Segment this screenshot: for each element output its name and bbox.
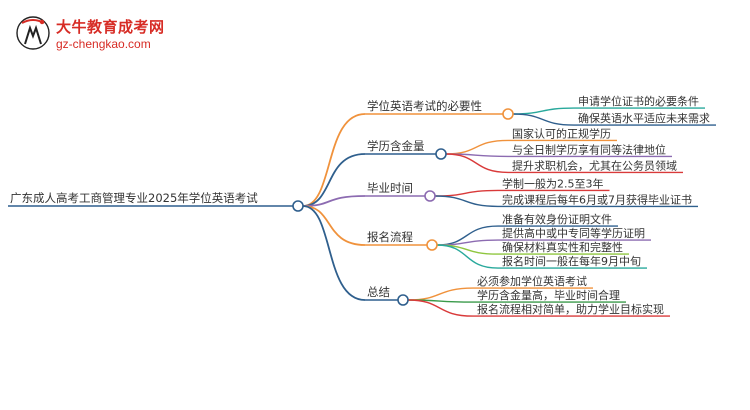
leaf-edge (434, 189, 499, 197)
branch-edge (302, 205, 366, 246)
root-label: 广东成人高考工商管理专业2025年学位英语考试 (10, 191, 258, 205)
leaf-label: 提供高中或中专同等学历证明 (502, 226, 645, 240)
leaf-label: 完成课程后每年6月或7月获得毕业证书 (502, 192, 692, 206)
leaf-edge (434, 195, 499, 208)
leaf-label: 与全日制学历享有同等法律地位 (512, 142, 666, 156)
leaf-edge (445, 153, 509, 174)
leaf-label: 学历含金量高，毕业时间合理 (477, 288, 620, 302)
bull-logo-icon (16, 16, 50, 50)
leaf-label: 确保英语水平适应未来需求 (578, 111, 710, 125)
leaf-label: 报名流程相对简单，助力学业目标实现 (477, 302, 664, 316)
leaf-label: 申请学位证书的必要条件 (578, 94, 699, 108)
leaf-label: 学制一般为2.5至3年 (502, 176, 604, 190)
leaf-edge (512, 107, 575, 115)
leaf-label: 国家认可的正规学历 (512, 126, 611, 140)
leaf-edge (445, 139, 509, 155)
branch-edge (302, 113, 366, 207)
branch-node-circle[interactable] (424, 190, 436, 202)
logo-url: gz-chengkao.com (56, 37, 151, 51)
branch-node-circle[interactable] (397, 294, 409, 306)
branch-label: 学历含金量 (367, 139, 425, 153)
branch-edge (302, 195, 366, 207)
logo-title: 大牛教育成考网 (56, 18, 165, 36)
branch-edge (302, 153, 366, 207)
leaf-label: 准备有效身份证明文件 (502, 212, 612, 226)
leaf-edge (407, 299, 474, 317)
branch-node-circle[interactable] (435, 148, 447, 160)
leaf-label: 确保材料真实性和完整性 (502, 240, 623, 254)
leaf-edge (436, 244, 499, 269)
leaf-label: 报名时间一般在每年9月中旬 (502, 254, 641, 268)
root-node-circle[interactable] (292, 200, 304, 212)
branch-label: 报名流程 (367, 230, 413, 244)
mindmap-edges (302, 107, 716, 317)
branch-label: 毕业时间 (367, 181, 413, 195)
leaf-label: 提升求职机会，尤其在公务员领域 (512, 158, 677, 172)
branch-node-circle[interactable] (426, 239, 438, 251)
leaf-edge (436, 239, 499, 246)
branch-edge (302, 205, 366, 301)
branch-label: 总结 (367, 285, 390, 299)
leaf-label: 必须参加学位英语考试 (477, 274, 587, 288)
branch-node-circle[interactable] (502, 108, 514, 120)
site-logo[interactable]: 大牛教育成考网 gz-chengkao.com (16, 14, 176, 56)
leaf-edge (407, 287, 474, 301)
leaf-edge (512, 113, 575, 126)
mindmap-nodes: 广东成人高考工商管理专业2025年学位英语考试 学位英语考试的必要性 申请学位证书的… (8, 94, 710, 316)
branch-label: 学位英语考试的必要性 (367, 99, 482, 113)
